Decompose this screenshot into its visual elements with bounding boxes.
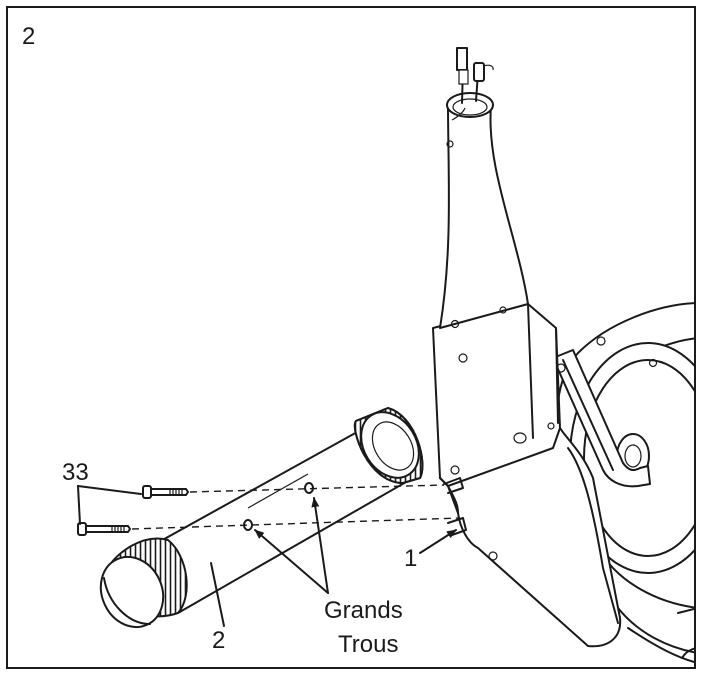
callout-1-label: 1 [404, 545, 417, 572]
upright-tube [439, 92, 529, 329]
callout-33-label: 33 [62, 459, 89, 486]
main-frame [432, 303, 622, 648]
callout-2: 2 [210, 562, 225, 654]
callout-large-holes: Grands Trous [254, 497, 403, 658]
bolt-upper [142, 485, 189, 499]
stabilizer-end-cap-far [353, 406, 424, 485]
front-stabilizer [99, 406, 424, 629]
pedal-crank [552, 349, 651, 488]
diagram-frame: 2 [6, 6, 696, 669]
step-number: 2 [22, 23, 35, 50]
stabilizer-end-cap-near [99, 537, 188, 629]
callout-1: 1 [404, 529, 457, 572]
alignment-line-upper [189, 484, 445, 493]
console-cables [456, 47, 494, 104]
callout-2-label: 2 [212, 627, 225, 654]
assembly-diagram: 2 [22, 23, 694, 663]
callout-33: 33 [62, 459, 142, 525]
alignment-line-lower [131, 517, 461, 530]
large-holes-label-line2: Trous [338, 631, 398, 658]
bolt-lower [77, 522, 131, 536]
large-holes-label-line1: Grands [324, 597, 403, 624]
